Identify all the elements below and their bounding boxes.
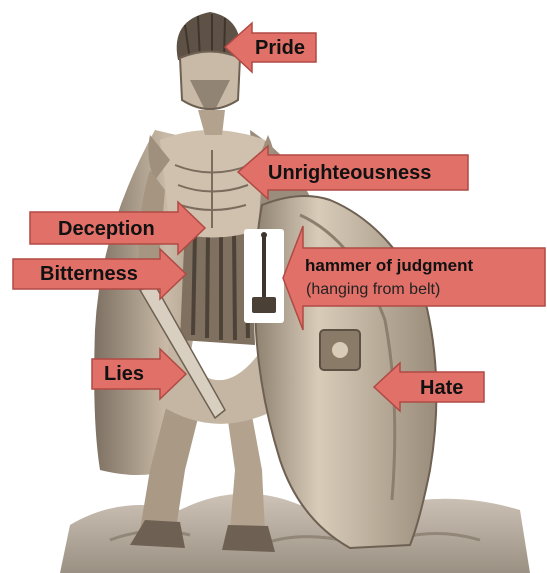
label-bitterness: Bitterness xyxy=(40,264,138,284)
label-deception: Deception xyxy=(58,219,155,239)
label-hammer-title: hammer of judgment xyxy=(305,256,473,276)
label-hammer-subtitle: (hanging from belt) xyxy=(306,281,440,299)
label-pride: Pride xyxy=(255,38,305,58)
label-hate: Hate xyxy=(420,378,463,398)
arrow-hammer xyxy=(283,226,545,330)
label-unrighteousness: Unrighteousness xyxy=(268,163,431,183)
label-lies: Lies xyxy=(104,364,144,384)
